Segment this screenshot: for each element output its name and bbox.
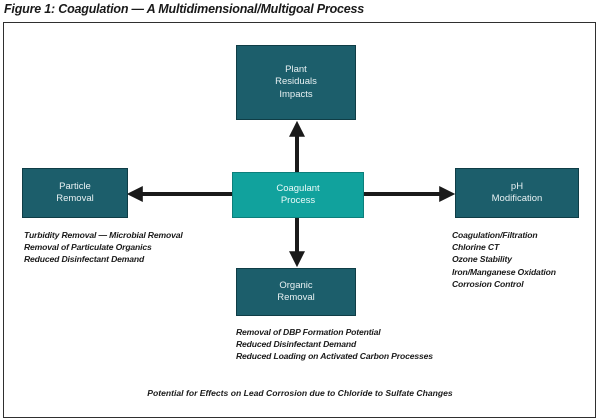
organic-line-2: Removal (277, 292, 315, 303)
plant-line-1: Plant (285, 63, 307, 75)
list-item: Reduced Loading on Activated Carbon Proc… (236, 351, 433, 362)
ph-effects-list: Coagulation/Filtration Chlorine CT Ozone… (452, 229, 556, 290)
organic-line-1: Organic (279, 279, 313, 291)
particle-removal-box: Particle Removal (22, 168, 128, 218)
list-item: Removal of Particulate Organics (24, 242, 152, 253)
list-item: Chlorine CT (452, 242, 500, 253)
ph-line-1: pH (510, 180, 524, 192)
organic-effects-list: Removal of DBP Formation Potential Reduc… (236, 326, 433, 363)
coagulant-line-1: Coagulant (276, 182, 320, 194)
organic-removal-box: Organic Removal (236, 268, 356, 316)
particle-line-2: Removal (56, 193, 94, 204)
plant-residuals-box: Plant Residuals Impacts (236, 45, 356, 120)
coagulant-line-2: Process (280, 195, 316, 206)
figure-title: Figure 1: Coagulation — A Multidimension… (4, 2, 365, 16)
plant-line-2: Residuals (275, 76, 317, 88)
list-item: Iron/Manganese Oxidation (452, 266, 556, 277)
figure-frame (3, 22, 596, 418)
list-item: Turbidity Removal — Microbial Removal (24, 230, 183, 240)
ph-modification-box: pH Modification (455, 168, 579, 218)
coagulant-process-box: Coagulant Process (232, 172, 364, 218)
list-item: Coagulation/Filtration (452, 230, 538, 240)
list-item: Ozone Stability (452, 254, 512, 265)
list-item: Removal of DBP Formation Potential (236, 327, 381, 337)
ph-line-2: Modification (491, 193, 543, 204)
list-item: Corrosion Control (452, 278, 524, 289)
list-item: Reduced Disinfectant Demand (236, 339, 357, 350)
plant-line-3: Impacts (279, 88, 313, 100)
particle-effects-list: Turbidity Removal — Microbial Removal Re… (24, 229, 183, 266)
list-item: Reduced Disinfectant Demand (24, 254, 145, 265)
footnote: Potential for Effects on Lead Corrosion … (147, 388, 453, 398)
particle-line-1: Particle (59, 180, 91, 192)
